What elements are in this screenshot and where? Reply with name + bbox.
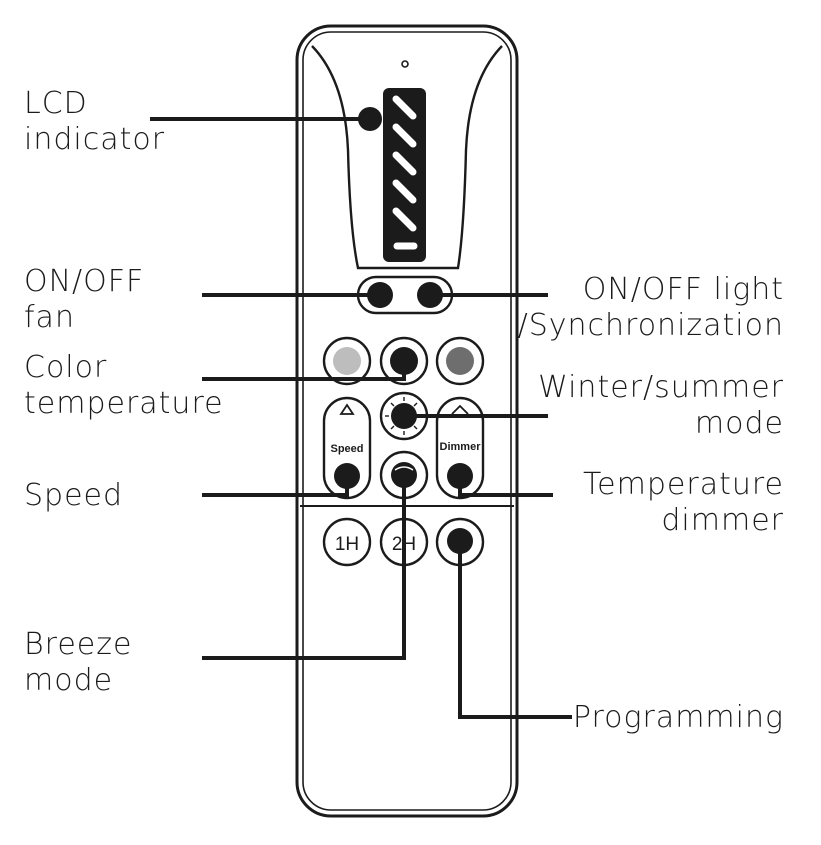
label-breeze-mode: Breeze mode xyxy=(24,627,132,699)
leader-dots xyxy=(358,107,442,307)
dimmer-button-label: Dimmer xyxy=(440,441,482,453)
lcd-segment xyxy=(392,207,417,232)
leader-dimmer xyxy=(458,476,553,497)
label-on-off-light: ON/OFF light /Synchronization xyxy=(518,272,784,344)
lcd-segment xyxy=(392,151,417,176)
label-line: LCD xyxy=(24,86,88,121)
label-line: ON/OFF light xyxy=(582,272,784,307)
label-programming: Programming xyxy=(573,700,784,736)
label-line: Breeze xyxy=(24,627,133,662)
chevron-up-icon xyxy=(451,404,469,415)
label-line: ON/OFF xyxy=(24,264,145,299)
label-line: Color xyxy=(24,350,108,385)
label-line: /Synchronization xyxy=(517,308,784,343)
label-line: mode xyxy=(24,663,114,698)
label-line: Temperature xyxy=(582,467,784,502)
label-winter-summer-mode: Winter/summer mode xyxy=(538,370,784,442)
label-line: indicator xyxy=(24,122,166,157)
label-on-off-fan: ON/OFF fan xyxy=(24,264,144,336)
label-line: mode xyxy=(694,406,784,441)
label-lcd-indicator: LCD indicator xyxy=(24,86,165,158)
leader-color-temperature xyxy=(202,361,406,381)
label-speed: Speed xyxy=(24,478,123,514)
speed-button-label: Speed xyxy=(330,443,363,455)
label-line: Speed xyxy=(24,478,124,513)
timer-1h-button[interactable] xyxy=(322,517,372,567)
label-line: dimmer xyxy=(661,503,784,538)
leader-speed xyxy=(202,476,349,497)
lcd-segment xyxy=(392,179,417,204)
speed-rocker[interactable]: Speed xyxy=(322,396,372,500)
lcd-segment xyxy=(392,123,417,148)
remote-body xyxy=(295,24,519,818)
timer-1h-label: 1H xyxy=(335,534,359,555)
status-led xyxy=(401,60,409,68)
dimmer-rocker[interactable]: Dimmer xyxy=(435,396,485,500)
label-temperature-dimmer: Temperature dimmer xyxy=(583,467,784,539)
leader-lines xyxy=(150,117,572,719)
lcd-segment xyxy=(392,95,417,120)
leader-programming xyxy=(458,541,572,719)
lcd-indicator xyxy=(383,88,426,262)
leader-breeze xyxy=(202,475,406,660)
label-color-temperature: Color temperature xyxy=(24,350,224,422)
label-line: fan xyxy=(24,300,75,335)
label-line: Programming xyxy=(572,700,784,735)
label-line: temperature xyxy=(24,386,224,421)
label-line: Winter/summer xyxy=(538,370,784,405)
triangle-up-icon xyxy=(339,403,355,415)
